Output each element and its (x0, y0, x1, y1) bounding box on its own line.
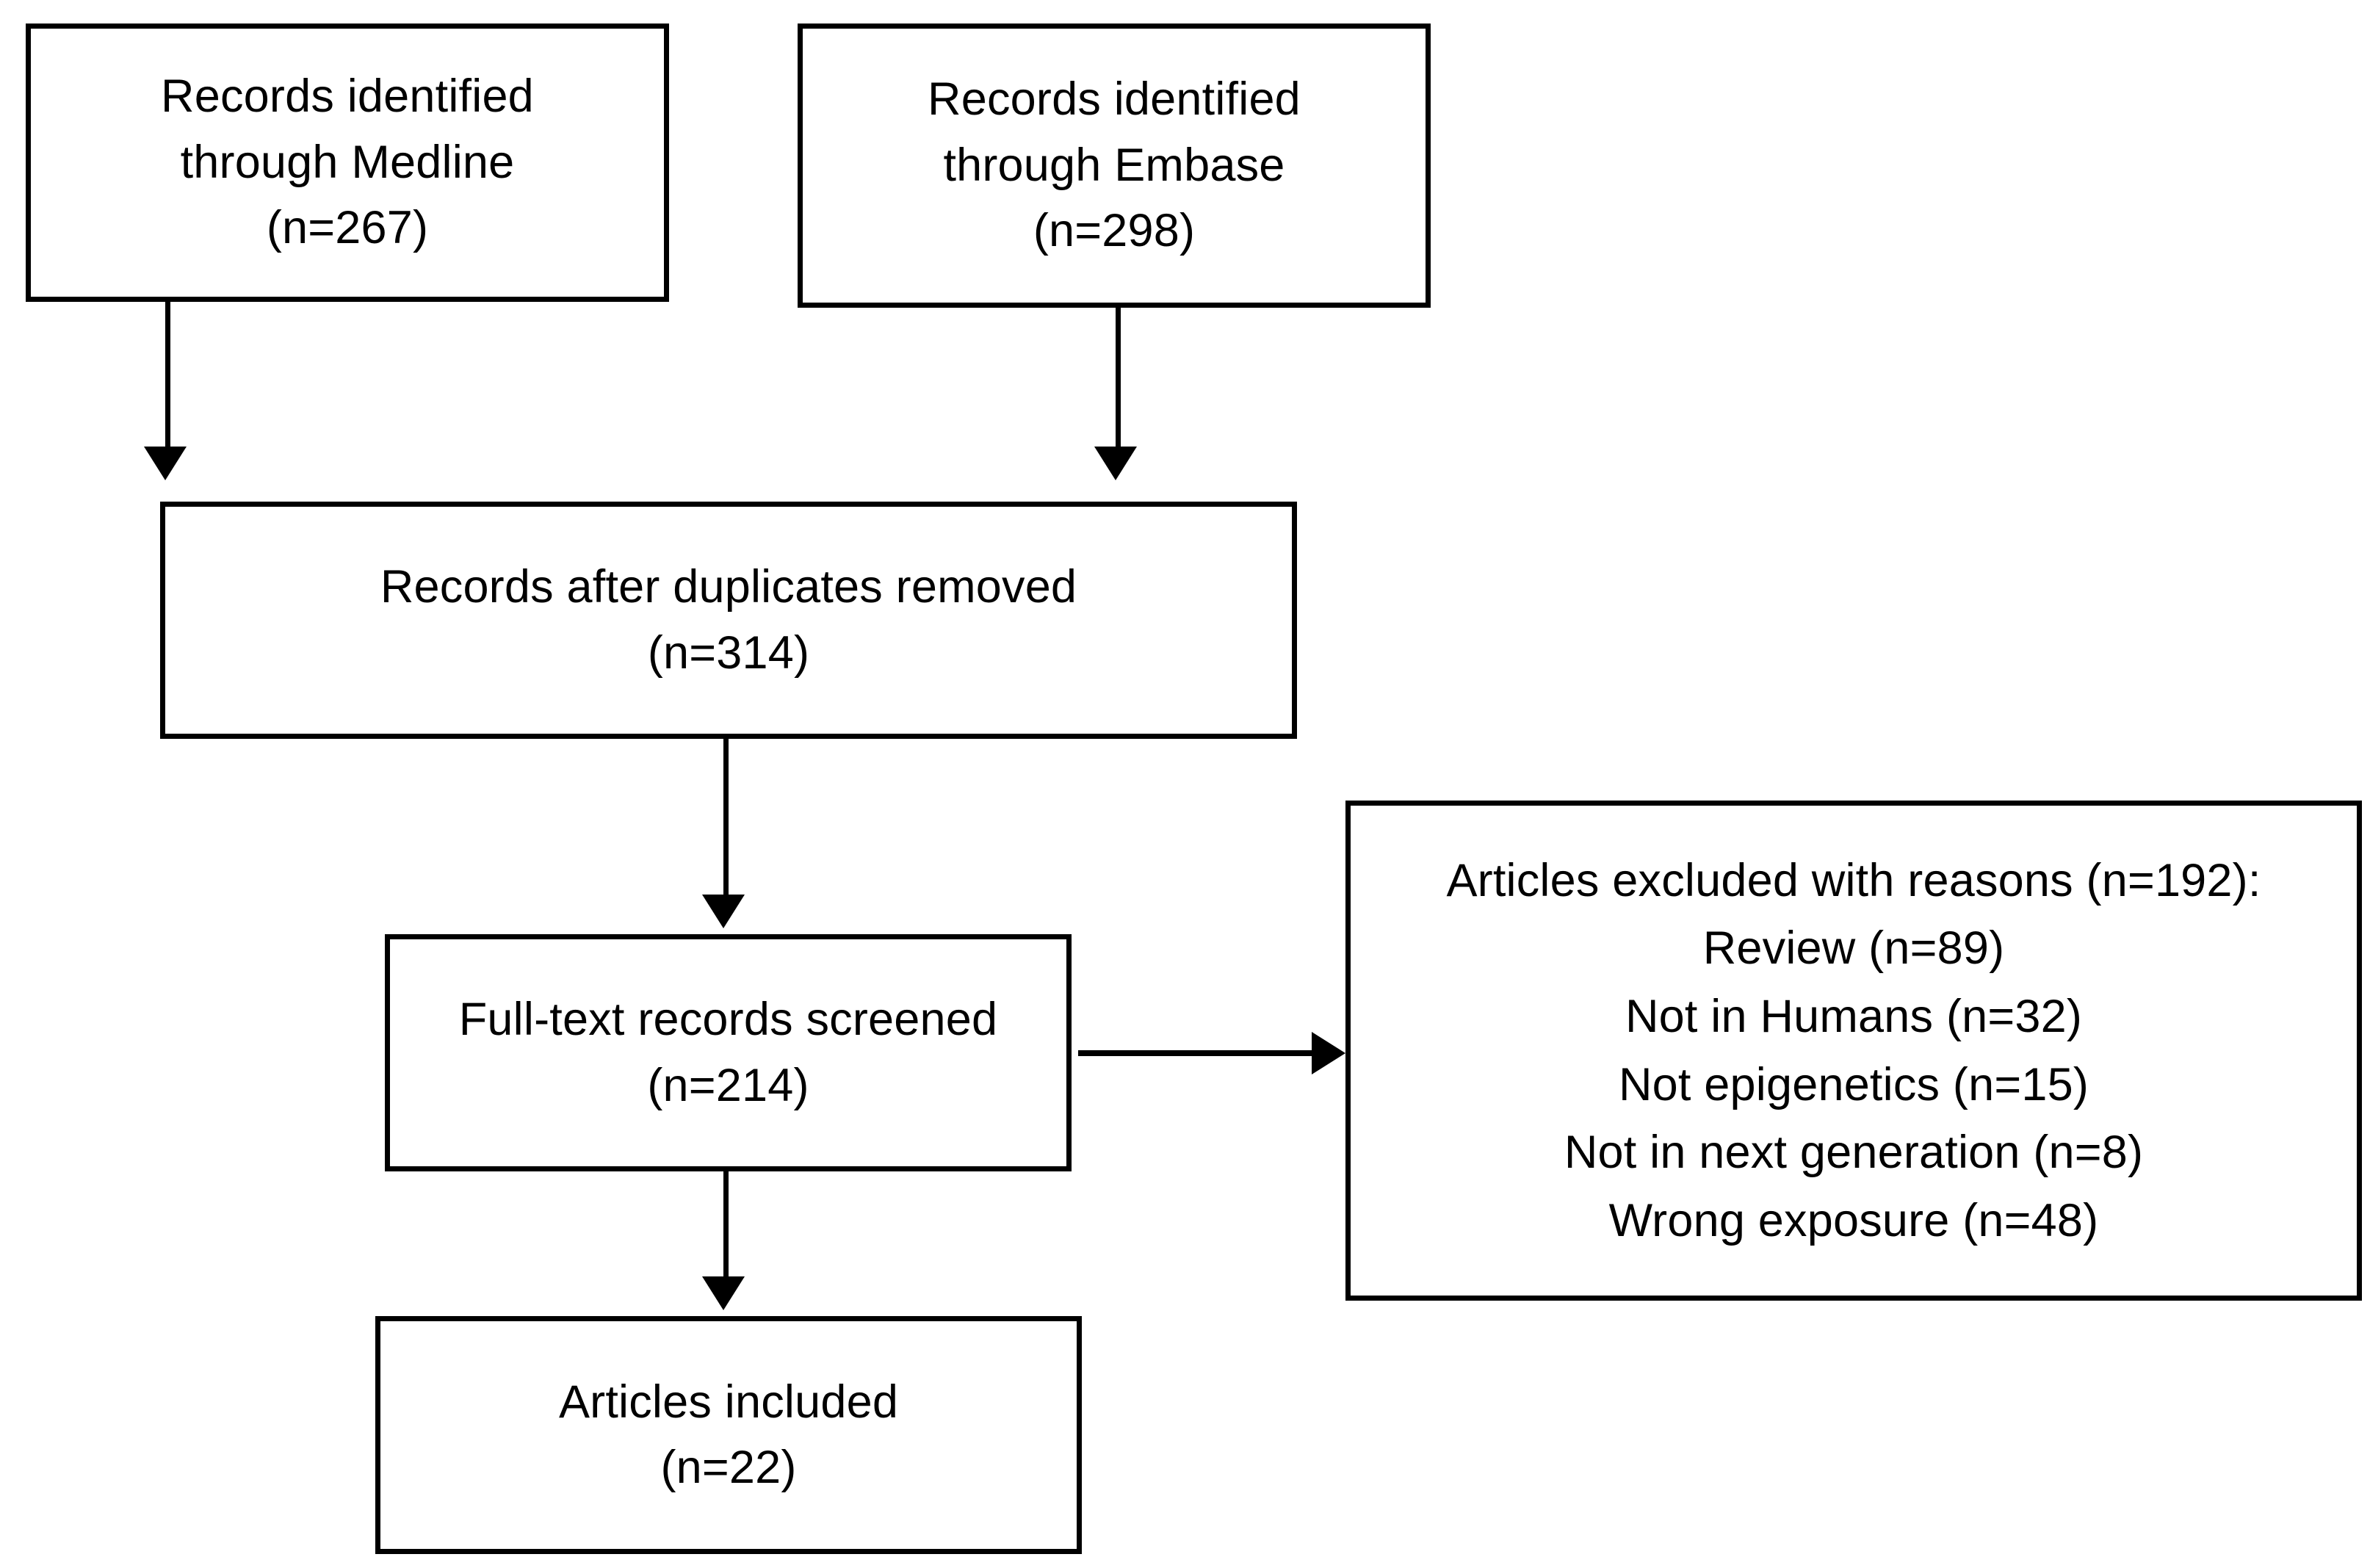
node-records-after-duplicates-removed: Records after duplicates removed (n=314) (160, 502, 1297, 739)
arrow-right-icon (1312, 1032, 1345, 1074)
node-label-fulltext: Full-text records screened (n=214) (458, 994, 998, 1111)
edge-fulltext-to-excluded-line (1078, 1050, 1313, 1056)
arrow-down-icon (702, 895, 745, 928)
node-label-excluded: Articles excluded with reasons (n=192): … (1446, 854, 2261, 1246)
edge-embase-to-duplicates-line (1116, 307, 1121, 448)
node-label-included: Articles included (n=22) (558, 1376, 899, 1493)
node-records-identified-medline: Records identified through Medline (n=26… (26, 24, 669, 302)
node-records-identified-embase: Records identified through Embase (n=298… (798, 24, 1431, 308)
node-full-text-records-screened: Full-text records screened (n=214) (385, 934, 1072, 1171)
arrow-down-icon (144, 447, 187, 480)
edge-medline-to-duplicates-line (165, 301, 170, 448)
node-articles-excluded-with-reasons: Articles excluded with reasons (n=192): … (1345, 801, 2362, 1301)
arrow-down-icon (702, 1276, 745, 1310)
node-label-medline: Records identified through Medline (n=26… (161, 71, 534, 254)
edge-duplicates-to-fulltext-line (723, 737, 729, 896)
arrow-down-icon (1094, 447, 1137, 480)
node-articles-included: Articles included (n=22) (375, 1316, 1082, 1554)
node-label-embase: Records identified through Embase (n=298… (928, 73, 1301, 257)
node-label-duplicates: Records after duplicates removed (n=314) (380, 561, 1077, 679)
edge-fulltext-to-included-line (723, 1170, 729, 1278)
